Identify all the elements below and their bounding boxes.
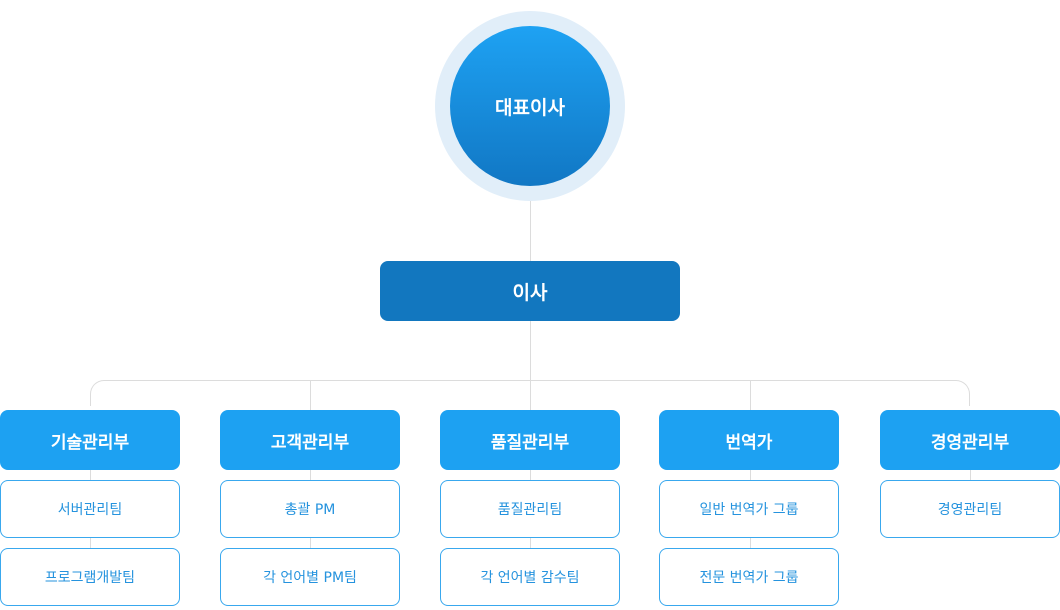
connector-director-branch [530,321,531,410]
department-node: 번역가 [659,410,839,470]
team-node: 경영관리팀 [880,480,1060,538]
ceo-label: 대표이사 [495,96,565,119]
director-node: 이사 [380,261,680,321]
department-tech: 기술관리부 서버관리팀 프로그램개발팀 [0,410,180,606]
connector-ceo-director [530,190,531,261]
team-node: 전문 번역가 그룹 [659,548,839,606]
department-quality: 품질관리부 품질관리팀 각 언어별 감수팀 [440,410,620,606]
department-node: 경영관리부 [880,410,1060,470]
team-node: 서버관리팀 [0,480,180,538]
team-node: 총괄 PM [220,480,400,538]
department-management: 경영관리부 경영관리팀 [880,410,1060,538]
team-node: 각 언어별 PM팀 [220,548,400,606]
team-node: 품질관리팀 [440,480,620,538]
connector-branch-bar [90,380,970,406]
department-node: 품질관리부 [440,410,620,470]
department-node: 고객관리부 [220,410,400,470]
director-label: 이사 [512,281,548,304]
department-translators: 번역가 일반 번역가 그룹 전문 번역가 그룹 [659,410,839,606]
department-customer: 고객관리부 총괄 PM 각 언어별 PM팀 [220,410,400,606]
team-node: 일반 번역가 그룹 [659,480,839,538]
department-node: 기술관리부 [0,410,180,470]
team-node: 각 언어별 감수팀 [440,548,620,606]
team-node: 프로그램개발팀 [0,548,180,606]
ceo-node: 대표이사 [450,26,610,186]
connector-col-5 [970,470,971,480]
connector-dept-4 [750,380,751,410]
connector-dept-2 [310,380,311,410]
